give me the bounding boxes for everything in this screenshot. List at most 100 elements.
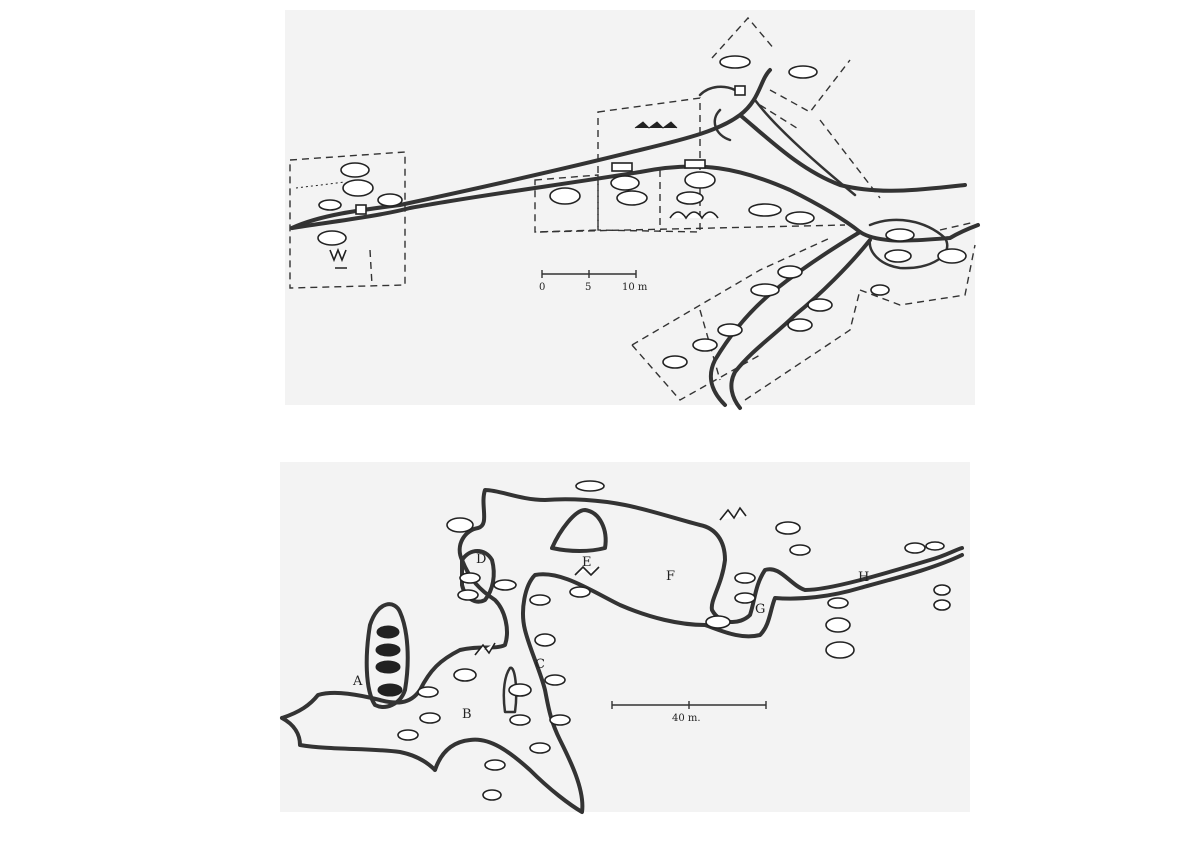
figure-animal-lower-3 xyxy=(717,323,743,337)
figure-sign-grid-2 xyxy=(611,162,633,172)
figure-animal-top-right-3 xyxy=(827,597,849,609)
top-scale-bar-label-5: 5 xyxy=(585,282,591,293)
bottom-cave-outline-lower xyxy=(280,553,964,814)
bottom-chamber-A-outline xyxy=(364,602,410,709)
sector-box-middle-left xyxy=(534,174,599,233)
bottom-cave-plan: A B C D E F G H 40 m. xyxy=(280,480,964,814)
figure-bison-6 xyxy=(610,175,640,191)
figure-bison-4 xyxy=(317,230,347,246)
figure-dots-1 xyxy=(295,181,346,189)
figure-animal-lower-6 xyxy=(807,298,833,312)
figure-sign-grid-3 xyxy=(684,159,706,169)
sector-box-long xyxy=(539,119,881,233)
figure-animal-bottom-top xyxy=(575,480,605,492)
figure-bison-top-right-1 xyxy=(775,521,801,535)
zone-label-B: B xyxy=(462,707,472,722)
zone-label-F: F xyxy=(666,569,675,584)
zone-label-A: A xyxy=(352,674,363,689)
figure-bison-top-1 xyxy=(719,55,751,69)
figure-animal-lower-exit-1 xyxy=(484,759,506,771)
figure-animal-C4 xyxy=(549,714,571,726)
top-main-gallery-upper-wall xyxy=(290,68,967,230)
figure-feathered-signs xyxy=(634,121,678,129)
zone-label-H: H xyxy=(858,570,869,585)
figure-animal-C2 xyxy=(534,633,556,647)
sector-box-right xyxy=(859,221,976,306)
figure-small-animals-left xyxy=(329,247,347,269)
top-scale-bar-label-10m: 10 m xyxy=(622,282,648,293)
figure-animal-far-right-2 xyxy=(925,541,945,551)
figure-animal-C5 xyxy=(509,714,531,726)
figure-tectiform-sign xyxy=(574,565,600,577)
zone-label-E: E xyxy=(582,555,592,570)
figure-black-animal-A2 xyxy=(375,643,401,657)
top-cave-plan: 0 5 10 m xyxy=(289,16,980,410)
halftone-bg-top xyxy=(285,10,975,405)
figure-animal-far-right-1 xyxy=(904,542,926,554)
zone-label-D: D xyxy=(476,552,486,567)
figure-bison-bottom-1 xyxy=(446,517,474,533)
bottom-pillar-C-outline xyxy=(502,666,518,714)
figure-animal-F2 xyxy=(734,592,756,604)
figure-animal-lower-8 xyxy=(870,284,890,296)
figure-animal-C6 xyxy=(529,742,551,754)
figure-animal-bottom-1 xyxy=(493,579,517,591)
figure-horse-right-1 xyxy=(885,228,915,242)
figure-animal-lower-1 xyxy=(750,283,780,297)
figure-horse-2 xyxy=(748,203,782,217)
bottom-cave-outline-main xyxy=(280,488,964,720)
figure-sign-grid-4 xyxy=(734,85,746,96)
top-right-chamber xyxy=(868,218,949,270)
figure-bison-top-2 xyxy=(788,65,818,79)
figure-sign-grid-1 xyxy=(355,204,367,215)
top-scale-bar: 0 5 10 m xyxy=(539,270,648,293)
figure-animal-D2 xyxy=(457,589,479,601)
figure-animal-lower-4 xyxy=(692,338,718,352)
bottom-scale-bar: 40 m. xyxy=(611,701,767,724)
figure-antlers-2 xyxy=(474,642,496,656)
figure-black-animal-A3 xyxy=(375,660,401,674)
zone-label-G: G xyxy=(755,602,765,617)
figure-animal-F1 xyxy=(734,572,756,584)
figure-bison-1 xyxy=(340,162,370,178)
figure-bison-right-1 xyxy=(825,617,851,633)
figure-animal-far-right-3 xyxy=(933,584,951,596)
figure-arches xyxy=(669,211,719,220)
top-animal-figures xyxy=(295,55,967,369)
figure-spotted-animal xyxy=(937,248,967,264)
figure-animal-B3 xyxy=(419,712,441,724)
figure-bison-9 xyxy=(676,191,704,205)
bottom-pillar-E-outline xyxy=(550,508,608,553)
figure-black-animal-A1 xyxy=(376,625,400,639)
top-upper-branch xyxy=(698,85,857,197)
figure-bison-5 xyxy=(549,187,581,205)
figure-animal-C3 xyxy=(544,674,566,686)
figure-animal-lower-5 xyxy=(662,355,688,369)
top-main-gallery-lower-wall xyxy=(290,164,980,243)
figure-animal-lower-exit-2 xyxy=(482,789,502,801)
figure-bison-2 xyxy=(342,179,374,197)
bottom-zone-labels: A B C D E F G H xyxy=(352,552,869,722)
bottom-animal-figures xyxy=(375,480,951,801)
sector-box-left xyxy=(289,151,406,289)
figure-antlers-1 xyxy=(719,506,747,521)
figure-horse-3 xyxy=(785,211,815,225)
figure-bison-G1 xyxy=(705,615,731,629)
top-lower-branch-right-wall xyxy=(729,238,872,410)
sector-box-top xyxy=(711,16,851,131)
zone-label-C: C xyxy=(535,657,545,672)
figure-bison-3 xyxy=(377,193,403,207)
bottom-scale-bar-label: 40 m. xyxy=(672,713,701,724)
figure-black-animal-A4 xyxy=(377,683,403,697)
figure-animal-bottom-2 xyxy=(529,594,551,606)
figure-bison-7 xyxy=(616,190,648,206)
figure-animal-top-right-2 xyxy=(789,544,811,556)
figure-animal-D1 xyxy=(459,572,481,584)
figure-animal-lower-2 xyxy=(777,265,803,279)
figure-animal-lower-7 xyxy=(787,318,813,332)
figure-animal-B2 xyxy=(417,686,439,698)
top-lower-branch-left-wall xyxy=(708,230,862,407)
figure-horse-right-2 xyxy=(884,249,912,263)
figure-animal-bottom-3 xyxy=(569,586,591,598)
